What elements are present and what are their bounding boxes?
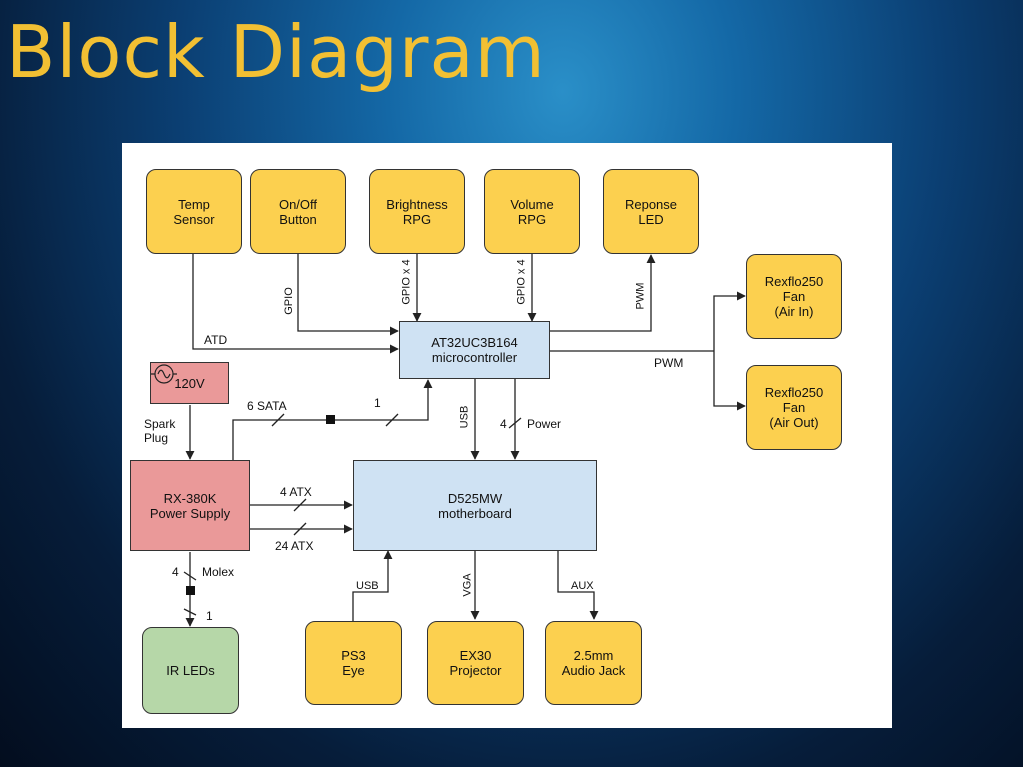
label-four-molex: 4 [172,565,179,579]
ps3-eye-box: PS3 Eye [305,621,402,705]
label-gpio-x4-volume: GPIO x 4 [515,259,528,305]
microcontroller-box: AT32UC3B164 microcontroller [399,321,550,379]
connector-sata [326,415,335,424]
slash-sata [271,413,285,427]
edge-fan-in [713,291,746,351]
label-four-power: 4 [500,417,507,431]
motherboard-box: D525MW motherboard [353,460,597,551]
ac-voltage-label: 120V [174,375,205,391]
edge-pwm-led [550,254,656,332]
label-pwm-fan: PWM [654,356,684,370]
label-atd: ATD [204,333,228,347]
audio-jack-box: 2.5mm Audio Jack [545,621,642,705]
label-molex: Molex [202,565,235,579]
volume-rpg-box: Volume RPG [484,169,580,254]
slash-one-b [183,608,197,616]
edge-gpio [297,254,399,336]
label-usb-mcu: USB [458,405,471,429]
ir-leds-box: IR LEDs [142,627,239,714]
edge-atd [192,254,399,354]
label-gpio-x4-brightness: GPIO x 4 [400,259,413,305]
projector-box: EX30 Projector [427,621,524,705]
edge-fan-out [713,351,746,411]
on-off-button-box: On/Off Button [250,169,346,254]
slash-power [508,417,522,429]
label-sata: 6 SATA [247,399,287,413]
label-gpio: GPIO [282,287,295,315]
ac-sine-icon [151,364,177,384]
temp-sensor-box: Temp Sensor [146,169,242,254]
label-one-a: 1 [374,396,381,410]
response-led-box: Reponse LED [603,169,699,254]
power-supply-box: RX-380K Power Supply [130,460,250,551]
fan-air-out-box: Rexflo250 Fan (Air Out) [746,365,842,450]
fan-air-in-box: Rexflo250 Fan (Air In) [746,254,842,339]
label-atx4: 4 ATX [280,485,312,499]
label-one-b: 1 [206,609,213,623]
slash-atx24 [293,522,307,536]
slash-atx4 [293,498,307,512]
diagram-panel: Temp Sensor On/Off Button Brightness RPG… [122,143,892,728]
label-atx24: 24 ATX [275,539,314,553]
edge-usb-ps3 [352,550,393,621]
edge-aux [557,551,599,620]
label-spark-plug: Spark Plug [144,417,176,445]
label-vga: VGA [461,573,474,597]
label-power: Power [527,417,562,431]
connector-lines [183,254,746,627]
brightness-rpg-box: Brightness RPG [369,169,465,254]
label-pwm-led: PWM [634,282,647,310]
slide-title: Block Diagram [6,10,546,94]
label-usb-ps3: USB [356,580,379,592]
slash-molex [183,571,197,581]
slash-one [385,413,399,427]
connector-molex [186,586,195,595]
ac-source-box: 120V [150,362,229,404]
label-aux: AUX [571,580,594,592]
